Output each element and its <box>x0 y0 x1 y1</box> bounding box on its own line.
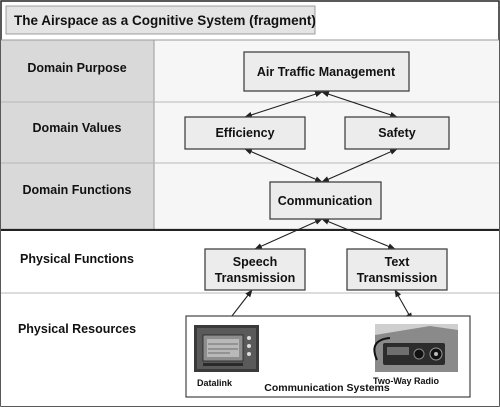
node-efficiency: Efficiency <box>185 117 305 149</box>
node-label: Safety <box>378 126 416 140</box>
node-communication: Communication <box>270 182 381 219</box>
node-label-line1: Speech <box>233 255 277 269</box>
level-label-physical-functions: Physical Functions <box>20 252 134 266</box>
communication-systems-label: Communication Systems <box>264 382 390 394</box>
datalink-image <box>194 325 259 372</box>
node-text-transmission: Text Transmission <box>347 249 447 290</box>
node-label-line2: Transmission <box>215 271 296 285</box>
level-label-domain-purpose: Domain Purpose <box>27 61 126 75</box>
node-air-traffic-management: Air Traffic Management <box>244 52 409 91</box>
node-speech-transmission: Speech Transmission <box>205 249 305 290</box>
level-label-physical-resources: Physical Resources <box>18 322 136 336</box>
node-label-line1: Text <box>385 255 411 269</box>
level-label-domain-values: Domain Values <box>33 121 122 135</box>
node-label: Efficiency <box>215 126 274 140</box>
two-way-radio-image <box>374 324 458 372</box>
node-label: Air Traffic Management <box>257 65 396 79</box>
communication-systems-panel: Datalink Two-Way Radio Communication Sys… <box>186 316 470 397</box>
node-label: Communication <box>278 194 372 208</box>
level-label-domain-functions: Domain Functions <box>22 183 131 197</box>
diagram-title: The Airspace as a Cognitive System (frag… <box>14 13 316 28</box>
datalink-label: Datalink <box>197 378 233 388</box>
node-safety: Safety <box>345 117 449 149</box>
node-label-line2: Transmission <box>357 271 438 285</box>
